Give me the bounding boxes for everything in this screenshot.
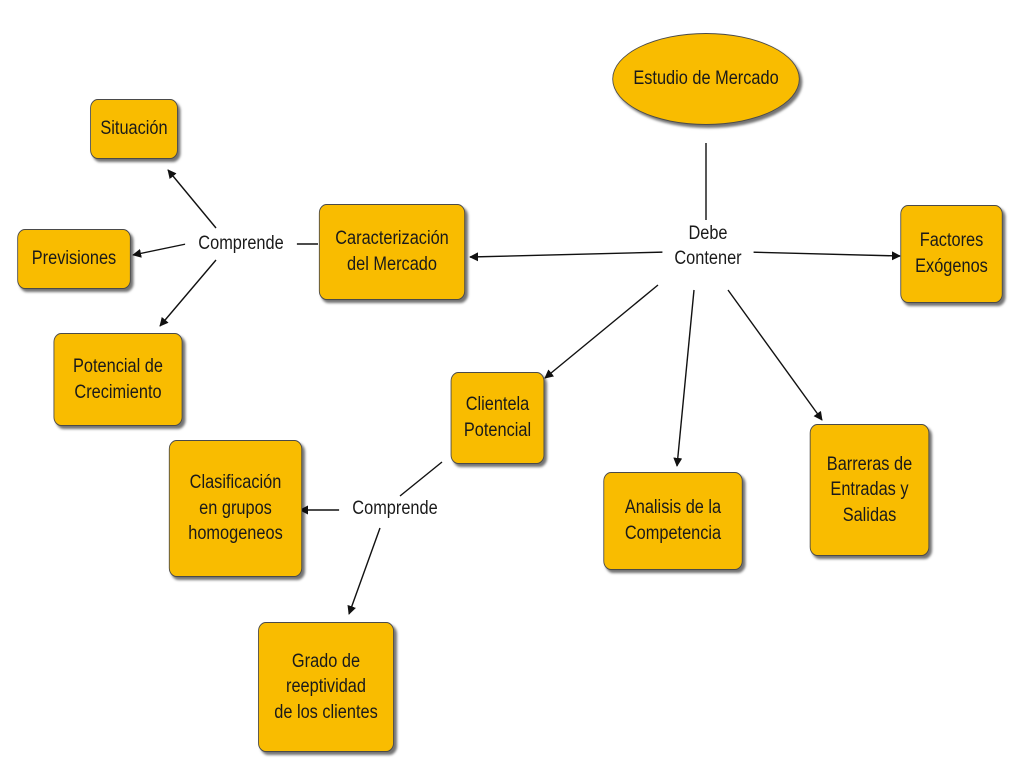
edge-comprende-previsiones bbox=[132, 243, 187, 258]
node-clasificacion-grupos: Clasificación en grupos homogeneos bbox=[168, 440, 303, 577]
node-grado-de-reeptividad: Grado de reeptividad de los clientes bbox=[258, 622, 394, 752]
edge-clientela-comprende bbox=[399, 461, 443, 497]
edge-comprende-situacion bbox=[167, 169, 217, 229]
edge-debe-analisis bbox=[673, 289, 695, 467]
edge-comprende-potencial bbox=[159, 259, 217, 327]
edge-debe-clientela bbox=[544, 284, 659, 379]
node-factores-exogenos: Factores Exógenos bbox=[900, 205, 1003, 303]
node-situacion: Situación bbox=[90, 99, 178, 159]
link-label-comprende-1: Comprende bbox=[185, 232, 297, 257]
node-potencial-de-crecimiento: Potencial de Crecimiento bbox=[53, 333, 183, 426]
edge-debe-factores bbox=[744, 251, 901, 261]
edge-comprende-grado bbox=[347, 527, 381, 615]
node-clientela-potencial: Clientela Potencial bbox=[450, 372, 545, 464]
link-label-comprende-2: Comprende bbox=[339, 497, 451, 522]
node-previsiones: Previsiones bbox=[17, 229, 131, 289]
edge-debe-barreras bbox=[727, 289, 823, 421]
node-barreras-de-entradas-y-salidas: Barreras de Entradas y Salidas bbox=[809, 424, 930, 556]
node-estudio-de-mercado: Estudio de Mercado bbox=[612, 33, 800, 125]
edge-debe-caracterizacion bbox=[469, 251, 669, 262]
link-label-debe-contener: Debe Contener bbox=[662, 222, 754, 272]
node-analisis-de-la-competencia: Analisis de la Competencia bbox=[603, 472, 743, 570]
node-caracterizacion-del-mercado: Caracterización del Mercado bbox=[318, 204, 466, 300]
